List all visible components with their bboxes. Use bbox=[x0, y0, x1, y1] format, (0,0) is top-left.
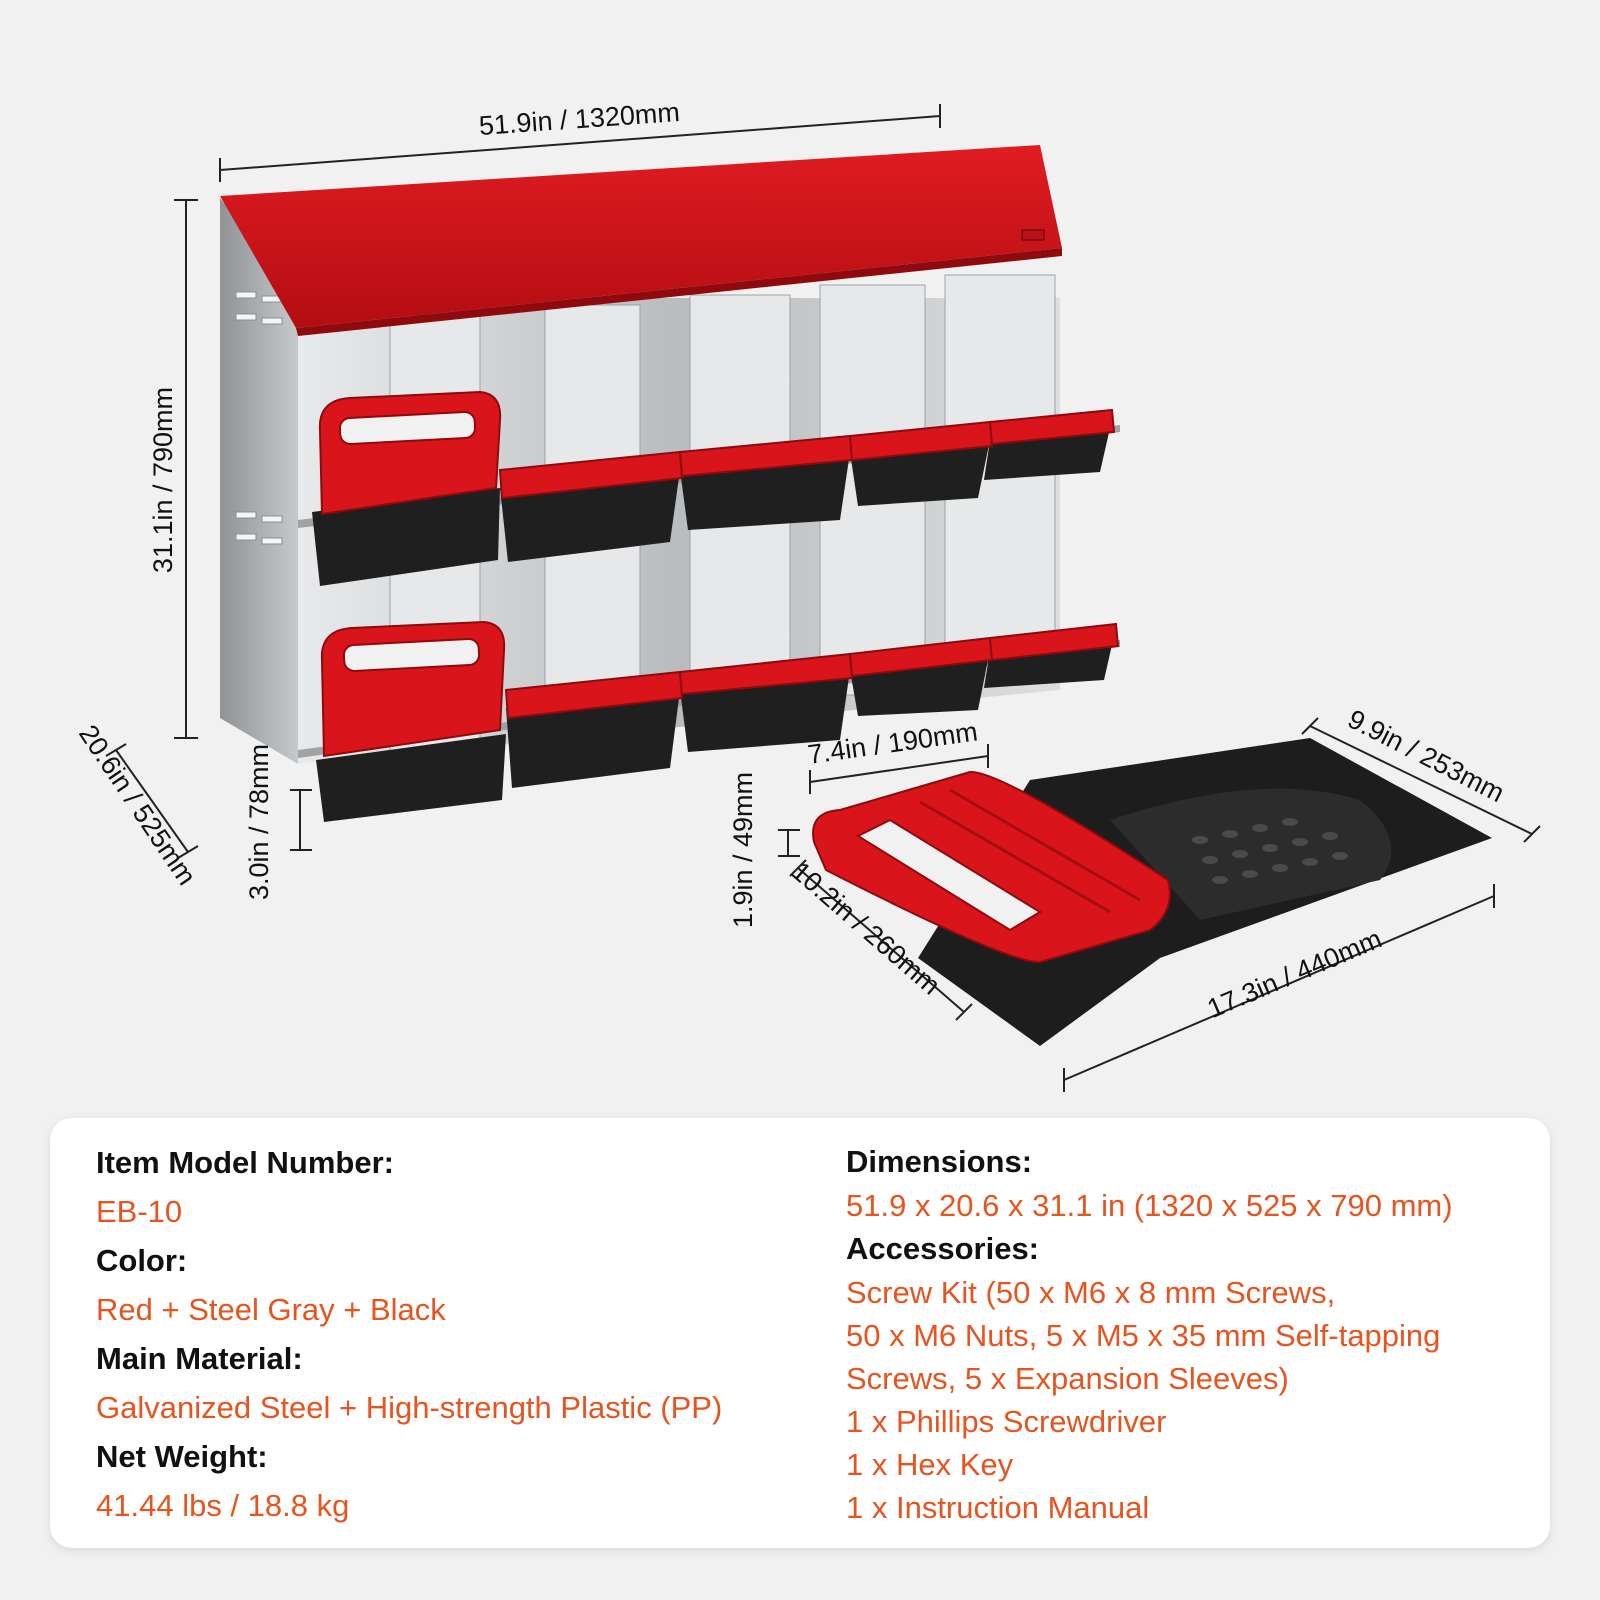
material-value: Galvanized Steel + High-strength Plastic… bbox=[96, 1390, 723, 1425]
dim-foot-height: 3.0in / 78mm bbox=[244, 744, 274, 900]
accessories-list: Screw Kit (50 x M6 x 8 mm Screws, 50 x M… bbox=[846, 1271, 1546, 1529]
dim-width: 51.9in / 1320mm bbox=[478, 97, 681, 141]
model-value: EB-10 bbox=[96, 1194, 183, 1229]
dim-box-length: 17.3in / 440mm bbox=[1203, 924, 1386, 1024]
material-label: Main Material: bbox=[96, 1341, 303, 1376]
product-dimension-figure: 51.9in / 1320mm 31.1in / 790mm 20.6in / … bbox=[73, 97, 1541, 1092]
specs-left-column: Item Model Number: EB-10 Color: Red + St… bbox=[96, 1140, 816, 1532]
color-label: Color: bbox=[96, 1243, 188, 1278]
dimensions-value: 51.9 x 20.6 x 31.1 in (1320 x 525 x 790 … bbox=[846, 1188, 1453, 1223]
nesting-box-unit bbox=[220, 145, 1120, 822]
accessory-item: 1 x Phillips Screwdriver bbox=[846, 1404, 1167, 1439]
top-row-trays bbox=[312, 390, 1116, 586]
single-tray bbox=[812, 738, 1492, 1046]
specs-right-column: Dimensions: 51.9 x 20.6 x 31.1 in (1320 … bbox=[846, 1140, 1546, 1529]
accessory-item: Screw Kit (50 x M6 x 8 mm Screws, bbox=[846, 1275, 1336, 1310]
bottom-row-trays bbox=[316, 620, 1120, 822]
dimension-lines bbox=[105, 104, 1541, 1092]
accessory-item: 1 x Instruction Manual bbox=[846, 1490, 1150, 1525]
accessory-item: 1 x Hex Key bbox=[846, 1447, 1014, 1482]
accessories-label: Accessories: bbox=[846, 1231, 1040, 1266]
dim-depth: 20.6in / 525mm bbox=[73, 719, 202, 890]
dim-height: 31.1in / 790mm bbox=[148, 387, 178, 573]
dimensions-label: Dimensions: bbox=[846, 1144, 1033, 1179]
color-value: Red + Steel Gray + Black bbox=[96, 1292, 446, 1327]
model-label: Item Model Number: bbox=[96, 1145, 394, 1180]
accessory-item: 50 x M6 Nuts, 5 x M5 x 35 mm Self-tappin… bbox=[846, 1318, 1441, 1353]
weight-label: Net Weight: bbox=[96, 1439, 268, 1474]
weight-value: 41.44 lbs / 18.8 kg bbox=[96, 1488, 350, 1523]
dim-box-height: 1.9in / 49mm bbox=[728, 772, 758, 928]
accessory-item: Screws, 5 x Expansion Sleeves) bbox=[846, 1361, 1289, 1396]
specifications-card: Item Model Number: EB-10 Color: Red + St… bbox=[50, 1118, 1550, 1548]
